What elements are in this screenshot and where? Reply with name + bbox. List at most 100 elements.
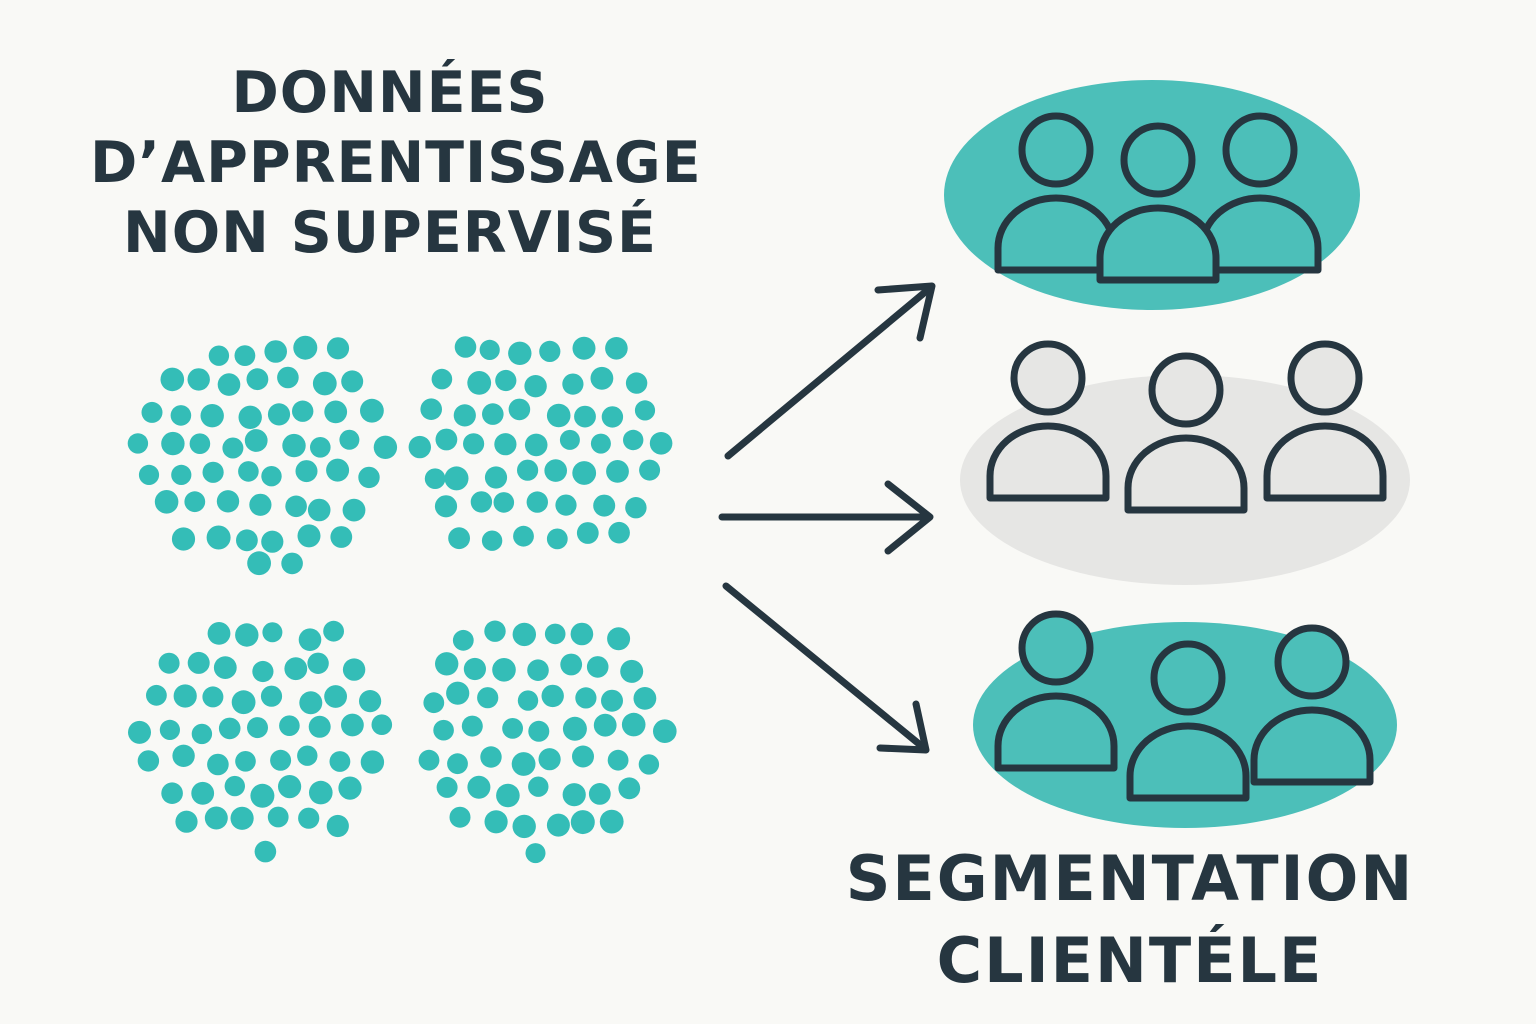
data-point bbox=[495, 369, 517, 392]
data-point bbox=[513, 525, 534, 547]
data-point bbox=[639, 459, 661, 481]
data-point bbox=[633, 687, 657, 710]
data-point bbox=[160, 367, 185, 392]
person-body bbox=[1263, 422, 1387, 502]
data-point bbox=[158, 652, 180, 674]
data-point bbox=[492, 658, 516, 682]
data-point bbox=[502, 718, 523, 739]
segment-bottom-people-group-icon bbox=[994, 610, 1374, 802]
data-point bbox=[590, 366, 614, 390]
data-point bbox=[298, 807, 320, 829]
data-point bbox=[329, 751, 351, 772]
data-point bbox=[326, 814, 349, 838]
person-head bbox=[1120, 122, 1196, 198]
data-point bbox=[508, 341, 532, 365]
data-point bbox=[324, 400, 348, 424]
data-point bbox=[481, 530, 503, 551]
person-body bbox=[1096, 204, 1220, 284]
data-point bbox=[447, 753, 468, 775]
data-point bbox=[562, 783, 586, 807]
data-point bbox=[625, 497, 647, 519]
data-point bbox=[171, 527, 196, 551]
title-line-3: NON SUPERVISÉ bbox=[123, 200, 657, 266]
data-point bbox=[299, 691, 323, 715]
data-point bbox=[538, 748, 561, 771]
data-point bbox=[434, 495, 458, 518]
data-point bbox=[431, 368, 453, 390]
data-point bbox=[599, 809, 624, 834]
data-point bbox=[358, 466, 380, 489]
data-point bbox=[236, 529, 258, 552]
data-point bbox=[338, 776, 362, 800]
data-point bbox=[206, 525, 231, 550]
data-point bbox=[309, 780, 333, 805]
data-point bbox=[623, 429, 644, 451]
data-point bbox=[189, 433, 211, 455]
data-point bbox=[420, 398, 443, 421]
data-point bbox=[625, 372, 648, 394]
data-point bbox=[170, 405, 192, 426]
data-point bbox=[371, 714, 393, 735]
segmentation-line-1: SEGMENTATION bbox=[845, 842, 1415, 915]
data-point bbox=[341, 713, 364, 737]
person-head bbox=[1222, 112, 1298, 188]
data-point bbox=[590, 433, 611, 454]
data-point bbox=[216, 490, 240, 513]
data-point bbox=[278, 775, 302, 799]
arrows bbox=[718, 282, 936, 754]
person-body bbox=[994, 692, 1118, 772]
person-body bbox=[986, 422, 1110, 502]
person-icon bbox=[1096, 122, 1220, 284]
data-point bbox=[161, 782, 183, 804]
data-point bbox=[576, 522, 599, 544]
data-point bbox=[493, 492, 515, 513]
data-point bbox=[453, 404, 476, 427]
data-point bbox=[470, 491, 493, 513]
data-point bbox=[308, 715, 331, 738]
data-point bbox=[480, 746, 502, 768]
data-point bbox=[433, 719, 454, 741]
data-point bbox=[184, 491, 206, 513]
data-point bbox=[213, 656, 237, 679]
data-point bbox=[649, 432, 673, 455]
data-point bbox=[342, 498, 366, 522]
data-point bbox=[546, 528, 568, 550]
data-point bbox=[435, 652, 459, 676]
data-point bbox=[484, 620, 506, 642]
data-point bbox=[261, 466, 282, 487]
data-point bbox=[512, 622, 536, 647]
data-point bbox=[270, 749, 292, 771]
person-head bbox=[1148, 352, 1224, 428]
person-icon bbox=[1198, 112, 1322, 274]
data-point bbox=[653, 719, 677, 743]
data-point bbox=[202, 686, 224, 708]
data-point bbox=[218, 717, 241, 740]
person-head bbox=[1287, 340, 1363, 416]
data-point bbox=[264, 340, 288, 363]
data-point bbox=[517, 459, 539, 481]
data-point bbox=[202, 461, 224, 483]
data-point bbox=[342, 658, 366, 681]
data-point-clusters bbox=[127, 335, 677, 864]
person-icon bbox=[1250, 624, 1374, 786]
data-point bbox=[574, 405, 596, 428]
data-point bbox=[217, 373, 241, 396]
data-point bbox=[293, 335, 318, 360]
arrow-up-right-icon bbox=[724, 282, 936, 460]
data-point bbox=[247, 551, 271, 576]
data-point bbox=[570, 810, 595, 835]
data-point bbox=[324, 685, 347, 708]
data-point bbox=[607, 749, 629, 771]
data-point bbox=[593, 713, 617, 737]
data-point bbox=[496, 783, 520, 808]
data-point bbox=[191, 723, 213, 745]
data-point bbox=[454, 336, 477, 358]
data-point bbox=[261, 530, 284, 553]
person-body bbox=[1124, 434, 1248, 514]
data-point bbox=[297, 524, 321, 548]
data-point bbox=[250, 783, 275, 808]
person-icon bbox=[1124, 352, 1248, 514]
data-point bbox=[137, 750, 160, 772]
